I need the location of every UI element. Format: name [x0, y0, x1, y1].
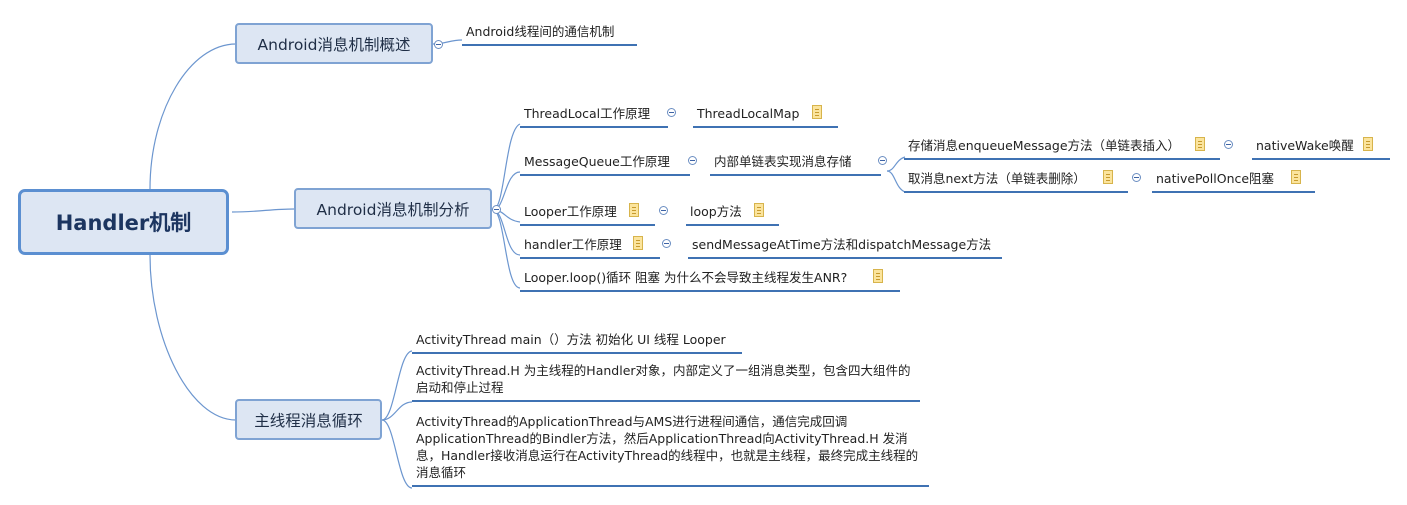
collapse-icon[interactable] — [662, 239, 671, 248]
subtopic-next-message[interactable]: 取消息next方法（单链表删除） — [904, 170, 1128, 193]
subtopic-linked-list-storage[interactable]: 内部单链表实现消息存储 — [710, 153, 881, 176]
subtopic-native-wake[interactable]: nativeWake唤醒 — [1252, 137, 1390, 160]
subtopic-enqueue-message[interactable]: 存储消息enqueueMessage方法（单链表插入） — [904, 137, 1220, 160]
collapse-icon[interactable] — [492, 205, 501, 214]
subtopic-looper-anr[interactable]: Looper.loop()循环 阻塞 为什么不会导致主线程发生ANR? — [520, 269, 900, 292]
subtopic-threadlocal[interactable]: ThreadLocal工作原理 — [520, 105, 668, 128]
subtopic-application-thread[interactable]: ActivityThread的ApplicationThread与AMS进行进程… — [412, 413, 929, 487]
collapse-icon[interactable] — [667, 108, 676, 117]
subtopic-native-poll-once[interactable]: nativePollOnce阻塞 — [1152, 170, 1315, 193]
note-icon[interactable] — [1103, 170, 1113, 184]
subtopic-messagequeue[interactable]: MessageQueue工作原理 — [520, 153, 690, 176]
topic-analysis[interactable]: Android消息机制分析 — [294, 188, 492, 229]
subtopic-loop-method[interactable]: loop方法 — [686, 203, 779, 226]
subtopic-label: ThreadLocalMap — [697, 106, 800, 121]
note-icon[interactable] — [1195, 137, 1205, 151]
note-icon[interactable] — [873, 269, 883, 283]
collapse-icon[interactable] — [1132, 173, 1141, 182]
subtopic-looper[interactable]: Looper工作原理 — [520, 203, 655, 226]
note-icon[interactable] — [1291, 170, 1301, 184]
subtopic-thread-communication[interactable]: Android线程间的通信机制 — [462, 23, 637, 46]
collapse-icon[interactable] — [1224, 140, 1233, 149]
collapse-icon[interactable] — [434, 40, 443, 49]
collapse-icon[interactable] — [659, 206, 668, 215]
note-icon[interactable] — [1363, 137, 1373, 151]
note-icon[interactable] — [633, 236, 643, 250]
note-icon[interactable] — [812, 105, 822, 119]
subtopic-activitythread-h[interactable]: ActivityThread.H 为主线程的Handler对象，内部定义了一组消… — [412, 362, 920, 402]
collapse-icon[interactable] — [688, 156, 697, 165]
topic-main-thread-loop[interactable]: 主线程消息循环 — [235, 399, 382, 440]
collapse-icon[interactable] — [878, 156, 887, 165]
note-icon[interactable] — [629, 203, 639, 217]
subtopic-threadlocalmap[interactable]: ThreadLocalMap — [693, 105, 838, 128]
root-topic[interactable]: Handler机制 — [18, 189, 229, 255]
subtopic-send-dispatch[interactable]: sendMessageAtTime方法和dispatchMessage方法 — [688, 236, 1002, 259]
subtopic-handler[interactable]: handler工作原理 — [520, 236, 660, 259]
note-icon[interactable] — [754, 203, 764, 217]
topic-overview[interactable]: Android消息机制概述 — [235, 23, 433, 64]
subtopic-activitythread-main[interactable]: ActivityThread main（）方法 初始化 UI 线程 Looper — [412, 331, 742, 354]
